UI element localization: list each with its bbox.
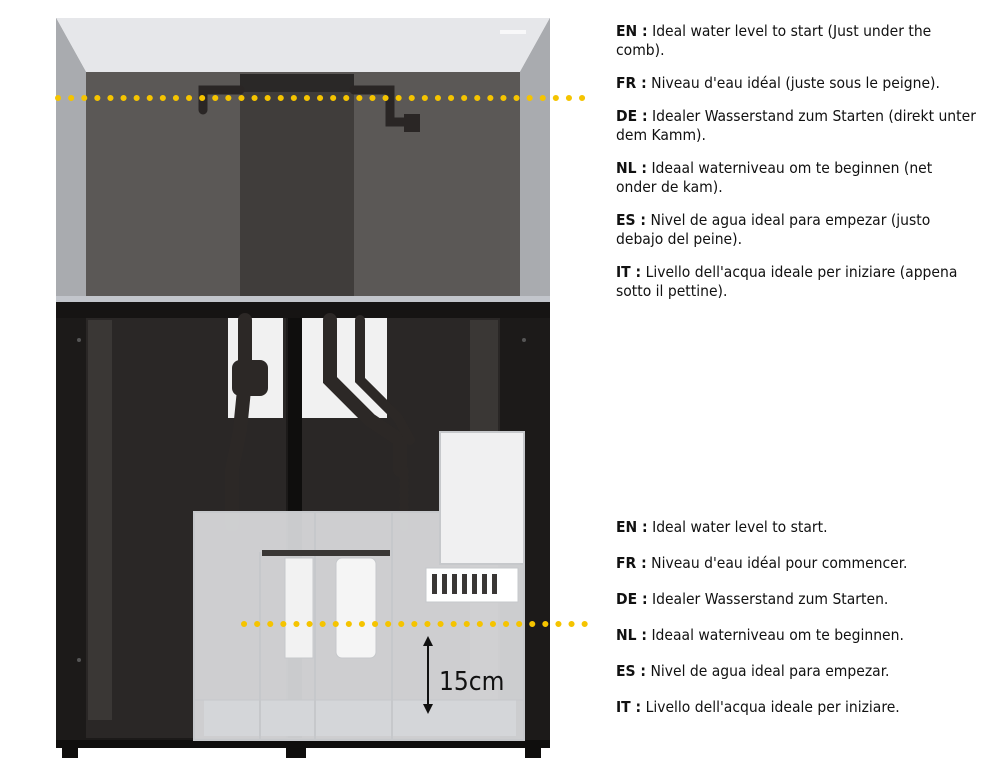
legend-entry: EN : Ideal water level to start. (616, 518, 976, 537)
legend-entry: EN : Ideal water level to start (Just un… (616, 22, 976, 60)
legend-text: Ideaal waterniveau om te beginnen. (651, 626, 904, 644)
legend-text: Ideal water level to start. (652, 518, 828, 536)
legend-text: Ideal water level to start (Just under t… (616, 22, 932, 59)
legend-text: Nivel de agua ideal para empezar. (650, 662, 890, 680)
language-code: IT : (616, 263, 642, 281)
legend-text: Idealer Wasserstand zum Starten (direkt … (616, 107, 976, 144)
language-code: ES : (616, 662, 647, 680)
sump (193, 431, 525, 741)
language-code: EN : (616, 518, 648, 536)
legend-text: Idealer Wasserstand zum Starten. (651, 590, 889, 608)
legend-entry: ES : Nivel de agua ideal para empezar. (616, 662, 976, 681)
legend-entry: DE : Idealer Wasserstand zum Starten. (616, 590, 976, 609)
language-code: IT : (616, 698, 642, 716)
language-code: ES : (616, 211, 647, 229)
depth-arrow (423, 636, 433, 714)
legend-text: Niveau d'eau idéal (juste sous le peigne… (651, 74, 940, 92)
legend-entry: IT : Livello dell'acqua ideale per inizi… (616, 263, 976, 301)
top-level-legend: EN : Ideal water level to start (Just un… (616, 22, 976, 315)
legend-entry: IT : Livello dell'acqua ideale per inizi… (616, 698, 976, 717)
language-code: DE : (616, 590, 648, 608)
filter-sock (335, 557, 377, 659)
legend-text: Livello dell'acqua ideale per iniziare. (645, 698, 900, 716)
language-code: NL : (616, 626, 647, 644)
valve (232, 360, 268, 396)
legend-entry: NL : Ideaal waterniveau om te beginnen. (616, 626, 976, 645)
legend-text: Nivel de agua ideal para empezar (justo … (616, 211, 931, 248)
depth-label: 15cm (439, 667, 504, 697)
legend-entry: FR : Niveau d'eau idéal (juste sous le p… (616, 74, 976, 93)
legend-text: Ideaal waterniveau om te beginnen (net o… (616, 159, 933, 196)
reservoir-box (439, 431, 525, 565)
legend-entry: NL : Ideaal waterniveau om te beginnen (… (616, 159, 976, 197)
language-code: EN : (616, 22, 648, 40)
legend-entry: ES : Nivel de agua ideal para empezar (j… (616, 211, 976, 249)
sump-level-legend: EN : Ideal water level to start. FR : Niv… (616, 518, 976, 734)
legend-text: Niveau d'eau idéal pour commencer. (651, 554, 908, 572)
legend-entry: DE : Idealer Wasserstand zum Starten (di… (616, 107, 976, 145)
aquarium-cabinet-illustration: 15cm (55, 18, 591, 758)
overflow-box (240, 74, 354, 300)
legend-entry: FR : Niveau d'eau idéal pour commencer. (616, 554, 976, 573)
language-code: FR : (616, 74, 647, 92)
language-code: NL : (616, 159, 647, 177)
language-code: DE : (616, 107, 648, 125)
legend-text: Livello dell'acqua ideale per iniziare (… (616, 263, 958, 300)
return-pipes (198, 85, 420, 132)
language-code: FR : (616, 554, 647, 572)
display-tank (56, 18, 550, 302)
